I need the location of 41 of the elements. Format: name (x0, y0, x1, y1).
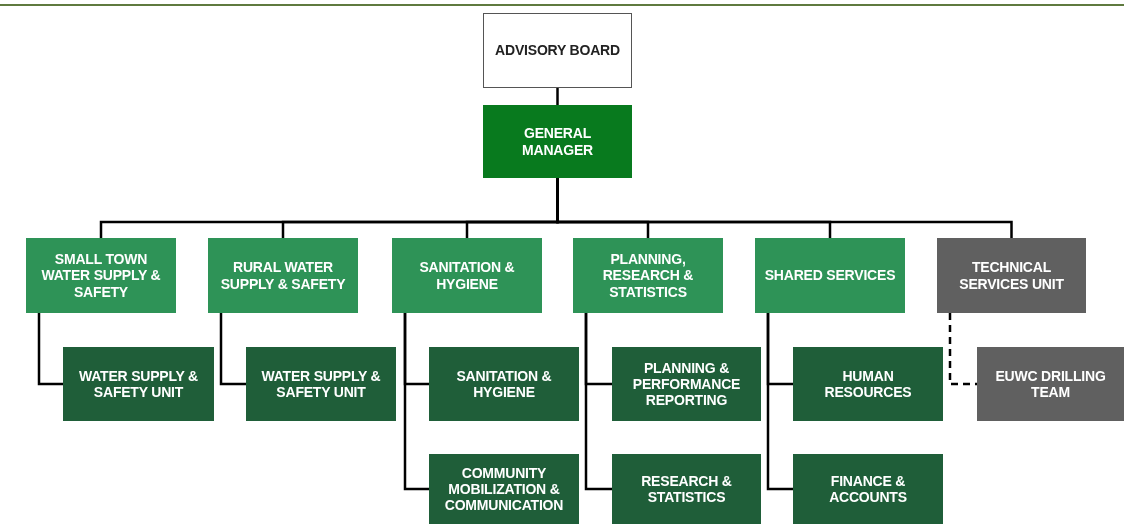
department-box (755, 238, 905, 313)
connector-line (403, 313, 429, 491)
box-label: FINANCE & ACCOUNTS (828, 472, 908, 506)
box-label: RURAL WATER SUPPLY & SAFETY (219, 259, 347, 292)
unit-box (793, 454, 943, 524)
department-box (573, 238, 723, 313)
unit-box (429, 454, 579, 524)
box-label: RESEARCH & STATISTICS (640, 472, 733, 506)
unit-box (937, 238, 1086, 313)
manager-box (483, 105, 632, 178)
box-label: EUWC DRILLING TEAM (994, 367, 1107, 401)
connector-line (219, 313, 246, 386)
box-label: WATER SUPPLY & SAFETY UNIT (77, 367, 200, 401)
unit-box (63, 347, 214, 421)
unit-box (793, 347, 943, 421)
unit-box (246, 347, 396, 421)
box-label: SMALL TOWN WATER SUPPLY & SAFETY (40, 251, 162, 300)
connector-line (584, 313, 612, 491)
board-box (483, 13, 632, 88)
unit-box (977, 347, 1124, 421)
box-label: ADVISORY BOARD (495, 42, 620, 59)
dashed-connector (948, 313, 977, 386)
department-box (208, 238, 358, 313)
box-label: SANITATION & HYGIENE (455, 367, 553, 401)
box-label: SHARED SERVICES (764, 267, 896, 284)
connector-line (556, 88, 559, 105)
box-label: GENERAL MANAGER (521, 125, 594, 158)
box-label: PLANNING & PERFORMANCE REPORTING (631, 359, 742, 409)
unit-box (612, 454, 761, 524)
connector-line (37, 313, 63, 386)
unit-box (612, 347, 761, 421)
box-label: HUMAN RESOURCES (823, 367, 913, 401)
box-label: COMMUNITY MOBILIZATION & COMMUNICATION (443, 464, 565, 514)
department-box (392, 238, 542, 313)
unit-box (429, 347, 579, 421)
box-label: SANITATION & HYGIENE (418, 259, 516, 292)
department-box (26, 238, 176, 313)
box-label: PLANNING, RESEARCH & STATISTICS (601, 251, 695, 300)
connector-line (766, 313, 793, 491)
box-label: WATER SUPPLY & SAFETY UNIT (260, 367, 382, 401)
box-label: TECHNICAL SERVICES UNIT (958, 259, 1065, 292)
